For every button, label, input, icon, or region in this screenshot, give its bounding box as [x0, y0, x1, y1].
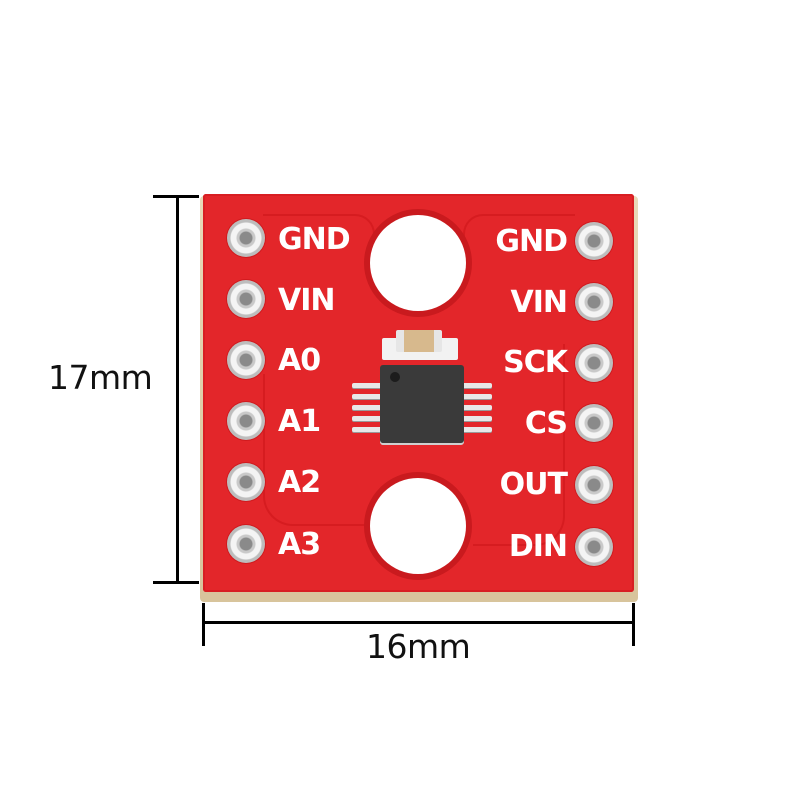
mounting-hole-bottom [370, 478, 466, 574]
pin-pad-left-gnd [227, 219, 265, 257]
width-dimension-line [203, 621, 635, 624]
ic-lead-right [462, 427, 492, 432]
pin-label-right-gnd: GND [495, 224, 568, 259]
height-dimension-line [176, 196, 179, 583]
width-label: 16mm [366, 627, 471, 666]
height-dimension-cap-top [153, 195, 199, 198]
pin-label-right-cs: CS [524, 406, 568, 441]
smd-capacitor [396, 330, 442, 352]
copper-trace [473, 344, 565, 546]
pin-label-left-vin: VIN [278, 283, 335, 318]
ic-lead-right [462, 405, 492, 410]
width-dimension-cap-right [632, 603, 635, 646]
pin-label-right-sck: SCK [503, 345, 568, 380]
mounting-hole-top [370, 215, 466, 311]
pin-pad-left-a2 [227, 463, 265, 501]
pin-label-right-out: OUT [499, 467, 568, 502]
pin-label-right-vin: VIN [510, 285, 568, 320]
pin-pad-right-din [575, 528, 613, 566]
pin-pad-left-a0 [227, 341, 265, 379]
height-label: 17mm [48, 358, 153, 397]
ic-lead-left [352, 416, 382, 421]
pin-pad-right-sck [575, 344, 613, 382]
ic-lead-left [352, 394, 382, 399]
ic-lead-left [352, 427, 382, 432]
copper-trace [263, 374, 375, 526]
ic-lead-right [462, 416, 492, 421]
pin-pad-left-a3 [227, 525, 265, 563]
pin-pad-right-out [575, 466, 613, 504]
pin-pad-left-vin [227, 280, 265, 318]
pin-label-right-din: DIN [508, 529, 568, 564]
ic-lead-right [462, 383, 492, 388]
ic-lead-left [352, 405, 382, 410]
ic-lead-left [352, 383, 382, 388]
pin-label-left-gnd: GND [278, 222, 351, 257]
height-dimension-cap-bottom [153, 581, 199, 584]
pin-pad-right-cs [575, 404, 613, 442]
pin-label-left-a3: A3 [278, 527, 321, 562]
pin-label-left-a0: A0 [278, 343, 321, 378]
pin-label-left-a2: A2 [278, 465, 321, 500]
pin1-marker-icon [390, 372, 400, 382]
ic-lead-right [462, 394, 492, 399]
pin-pad-right-gnd [575, 222, 613, 260]
pin-label-left-a1: A1 [278, 404, 321, 439]
pin-pad-right-vin [575, 283, 613, 321]
pin-pad-left-a1 [227, 402, 265, 440]
width-dimension-cap-left [202, 603, 205, 646]
